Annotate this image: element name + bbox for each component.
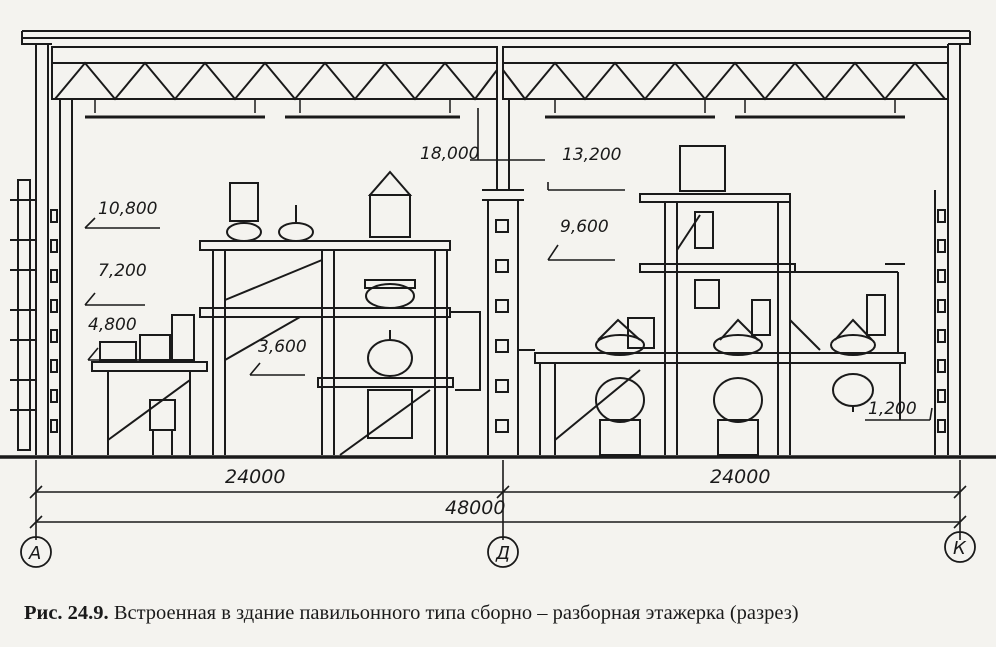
axis-markers — [20, 531, 976, 568]
right-etagere — [518, 145, 906, 456]
middle-column — [482, 99, 524, 455]
elevation-label: 9,600 — [560, 217, 609, 237]
elevation-label: 3,600 — [258, 337, 307, 357]
section-drawing: 18,000 13,200 10,800 9,600 7,200 4,800 3… — [0, 30, 996, 568]
right-wall — [934, 44, 961, 455]
elevation-label: 1,200 — [868, 399, 917, 419]
left-wall — [10, 44, 73, 455]
dimension-lines — [29, 460, 967, 540]
ceiling-lamps — [85, 100, 905, 119]
elevation-label: 10,800 — [98, 199, 157, 219]
elevation-leaders — [84, 108, 933, 421]
dimension-right-span: 24000 — [710, 466, 770, 488]
axis-label: К — [953, 538, 967, 559]
left-etagere — [199, 170, 481, 456]
dimension-left-span: 24000 — [225, 466, 285, 488]
elevation-label: 18,000 — [420, 144, 479, 164]
left-low-platform — [91, 314, 208, 455]
elevation-label: 7,200 — [98, 261, 147, 281]
figure-caption: Рис. 24.9. Встроенная в здание павильонн… — [24, 602, 984, 625]
roof-parapet — [21, 30, 971, 45]
figure-caption-label: Рис. 24.9. — [24, 602, 109, 624]
dimension-total: 48000 — [445, 497, 505, 519]
axis-label: Д — [495, 543, 510, 564]
elevation-label: 13,200 — [562, 145, 621, 165]
axis-label: А — [28, 543, 41, 564]
roof-truss — [51, 46, 949, 101]
figure-caption-text: Встроенная в здание павильонного типа сб… — [113, 602, 799, 624]
elevation-label: 4,800 — [88, 315, 137, 335]
